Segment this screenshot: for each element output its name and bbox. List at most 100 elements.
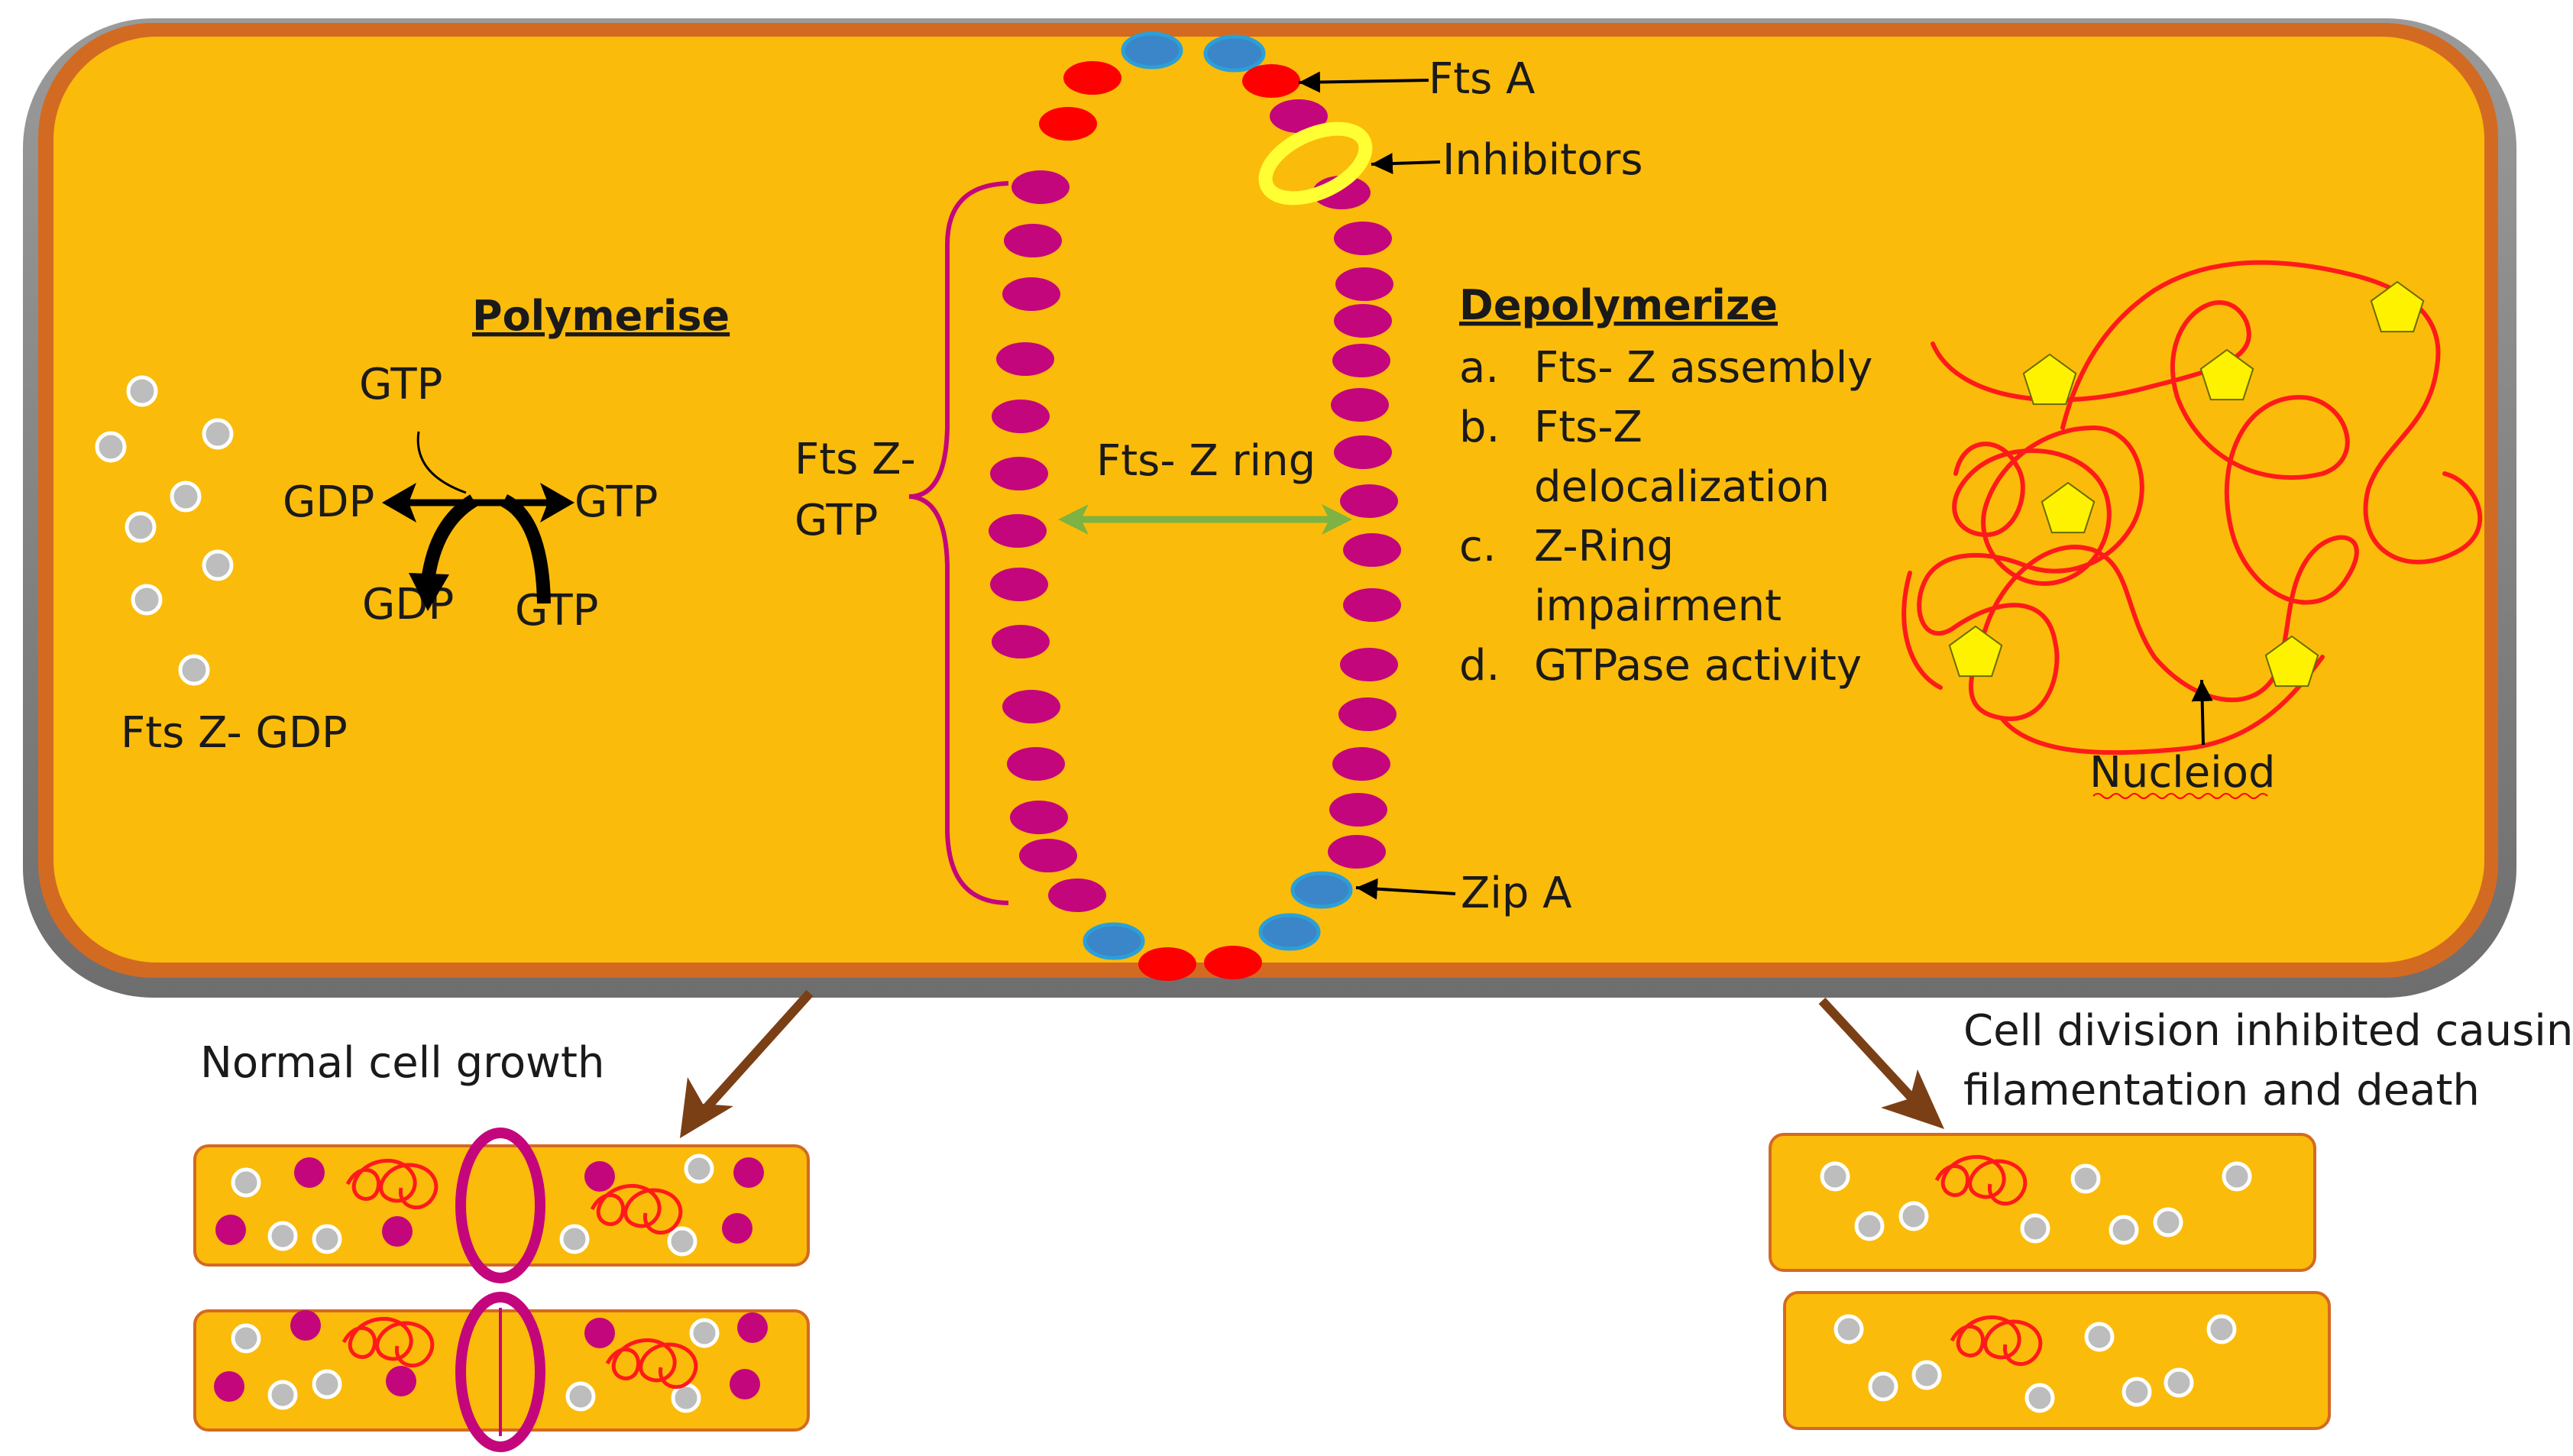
fts-z-bead — [1338, 697, 1397, 731]
spellcheck-squiggle — [2092, 793, 2268, 799]
fts-z-gdp-dot — [1833, 1314, 1864, 1344]
zip-a-bead — [1203, 34, 1266, 73]
fts-z-gdp-dot — [565, 1381, 596, 1412]
fts-z-bead — [1328, 835, 1386, 869]
inhibitors-label: Inhibitors — [1442, 135, 1643, 185]
filamented-cell-bottom — [1783, 1291, 2331, 1430]
normal-growth-label: Normal cell growth — [200, 1038, 604, 1088]
fts-z-gdp-dot — [231, 1323, 261, 1354]
gtp-input-curve — [416, 431, 467, 494]
fts-z-gdp-dot — [312, 1369, 342, 1399]
fts-z-gdp-dot — [2020, 1213, 2050, 1244]
fts-z-gdp-dot — [267, 1380, 298, 1410]
fts-z-dot — [730, 1369, 760, 1399]
fts-z-gdp-dot — [667, 1226, 697, 1257]
fts-z-bead — [1048, 878, 1106, 912]
nucleoid-pointer — [2191, 679, 2213, 746]
depolymerize-item-marker: a. — [1459, 343, 1499, 393]
fts-z-gdp-dot — [2109, 1215, 2139, 1245]
small-nucleoid — [1934, 1154, 2028, 1206]
fts-z-bead — [992, 400, 1050, 433]
fts-z-dot — [294, 1157, 325, 1188]
fts-z-bead — [1019, 839, 1077, 872]
fts-z-dot — [584, 1161, 615, 1192]
fts-z-gdp-dot — [684, 1153, 714, 1184]
fts-z-gdp-dot — [2164, 1367, 2194, 1398]
fts-z-gdp-dot — [2222, 1161, 2252, 1192]
fts-z-bead — [1343, 588, 1401, 622]
cell-cytoplasm — [53, 37, 2484, 963]
fts-z-gtp-label-line1: Fts Z- — [795, 435, 916, 484]
fts-a-label: Fts A — [1429, 54, 1535, 104]
fts-z-gdp-dot — [312, 1224, 342, 1254]
filamented-cell-top — [1769, 1133, 2316, 1272]
depolymerize-item-text: Z-Ring — [1534, 522, 1674, 571]
depolymerize-item-text: Fts- Z assembly — [1534, 343, 1872, 393]
fts-z-gdp-dot — [1820, 1161, 1850, 1192]
fts-z-gdp-dot — [178, 654, 210, 686]
fts-z-gdp-dot — [1898, 1201, 1929, 1231]
nucleoid: Nucleiod — [1901, 260, 2483, 799]
depolymerize-item-text: delocalization — [1534, 462, 1830, 512]
fts-a-pointer — [1298, 71, 1429, 93]
depolymerize-item-text: impairment — [1534, 581, 1782, 631]
fts-z-gdp-dots — [95, 375, 234, 686]
z-ring-constriction — [455, 1128, 545, 1283]
fts-z-gdp-dot — [125, 511, 157, 543]
fts-z-bead — [1343, 533, 1401, 567]
fts-z-bead — [990, 568, 1048, 601]
small-cell-body — [193, 1144, 810, 1267]
fts-z-bead — [1334, 435, 1392, 469]
fts-z-bead — [989, 514, 1047, 548]
fts-z-bead — [1335, 267, 1393, 301]
gtp-right-label: GTP — [574, 477, 658, 527]
normal-cell-septum — [193, 1292, 810, 1452]
fts-z-ring-label: Fts- Z ring — [1096, 436, 1316, 486]
fts-z-bead — [1331, 388, 1389, 422]
fts-z-gdp-dot — [689, 1318, 720, 1348]
fts-z-gdp-dot — [1854, 1211, 1885, 1241]
fts-z-gdp-dot — [2024, 1383, 2055, 1413]
fts-z-gdp-dot — [2070, 1163, 2101, 1194]
fts-z-dot — [737, 1312, 768, 1343]
fts-a-bead — [1063, 61, 1121, 95]
inhibited-arrow — [1818, 997, 1944, 1129]
fts-z-gtp-label-line2: GTP — [795, 496, 878, 545]
inhibitor-ring — [1258, 121, 1373, 205]
nucleoid-protein-pentagon — [2199, 348, 2254, 401]
small-nucleoid — [605, 1338, 698, 1390]
gdp-left-label: GDP — [283, 477, 374, 527]
fts-z-gdp-dot — [231, 1167, 261, 1198]
fts-z-gdp-dot — [1911, 1360, 1942, 1390]
gtp-uptake-arrow — [500, 493, 551, 604]
fts-z-gdp-dot — [2153, 1207, 2183, 1238]
small-nucleoid — [345, 1158, 439, 1210]
fts-z-bead — [1340, 484, 1398, 518]
small-cell-body — [1769, 1133, 2316, 1272]
fts-z-gdp-dot — [202, 418, 234, 450]
fts-z-bead — [1270, 99, 1328, 133]
fts-z-bead — [1332, 344, 1390, 377]
small-cell-body — [1783, 1291, 2331, 1430]
z-ring — [989, 31, 1401, 981]
fts-z-gtp-bracket — [908, 181, 1009, 905]
fts-z-ring-arrow — [1058, 504, 1352, 535]
fts-a-bead — [1242, 64, 1300, 98]
daughter-cells — [193, 1128, 2331, 1452]
nucleoid-protein-pentagon — [2370, 280, 2425, 333]
zip-a-label: Zip A — [1461, 869, 1572, 918]
fts-z-bead — [1334, 222, 1392, 255]
zip-a-bead — [1258, 913, 1321, 951]
fts-z-dot — [733, 1157, 764, 1188]
nucleoid-protein-pentagon — [2022, 353, 2077, 406]
zip-a-bead — [1290, 871, 1353, 909]
depolymerize-panel: Depolymerize a.Fts- Z assemblyb.Fts-Zdel… — [1459, 281, 1872, 691]
fts-z-dot — [290, 1310, 321, 1341]
gtp-top-label: GTP — [359, 360, 442, 409]
inhibited-label-line2: filamentation and death — [1963, 1066, 2480, 1115]
zip-a-bead — [1121, 31, 1183, 70]
fts-z-bead — [1011, 170, 1070, 204]
small-nucleoid — [590, 1183, 683, 1235]
fts-z-bead — [1007, 747, 1065, 781]
